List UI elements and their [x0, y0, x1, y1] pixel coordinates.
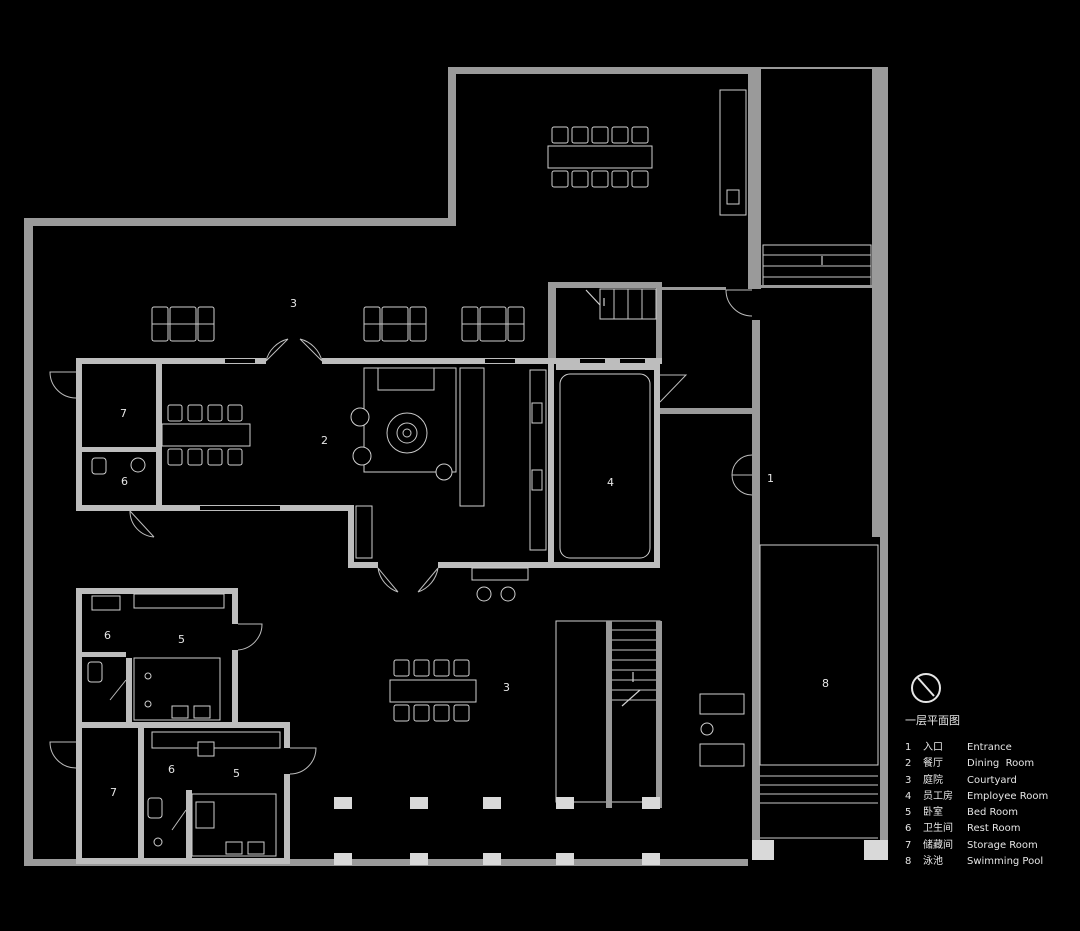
room-label-3-north: 3 — [290, 297, 297, 310]
legend-item: 2 餐厅 Dining Room — [905, 756, 1075, 772]
north-arrow-icon — [911, 673, 941, 703]
dining-building-walls — [76, 358, 662, 568]
dining-table — [161, 404, 251, 466]
room-label-2: 2 — [321, 434, 328, 447]
legend: 一层平面图 1 入口 Entrance 2 餐厅 Dining Room 3 庭院 Courty… — [905, 672, 1075, 870]
south-dining-table — [389, 659, 477, 722]
legend-item-english: Courtyard — [967, 774, 1017, 786]
legend-item-number: 6 — [905, 823, 912, 835]
upper-dining-table — [547, 126, 653, 188]
legend-item-number: 4 — [905, 790, 912, 802]
courtyard-pillars — [334, 797, 660, 865]
room-label-7-b: 7 — [110, 786, 117, 799]
entrance-door — [725, 289, 753, 496]
room-label-8: 8 — [822, 677, 829, 690]
room-label-7-a: 7 — [120, 407, 127, 420]
room-label-6-c: 6 — [168, 763, 175, 776]
bedroom-doors — [49, 623, 317, 831]
bedroom-1-furniture — [87, 593, 225, 721]
legend-item-english: Swimming Pool — [967, 856, 1044, 868]
room-label-6-a: 6 — [121, 475, 128, 488]
corridor-steps — [762, 244, 872, 288]
legend-item-chinese: 员工房 — [923, 790, 953, 802]
legend-item-english: Entrance — [967, 742, 1012, 753]
legend-item-english: Employee Room — [967, 790, 1049, 802]
legend-item-english: Storage Room — [967, 839, 1038, 851]
swimming-pool — [752, 537, 888, 860]
entrance-walls — [548, 282, 872, 538]
site-boundary-wall — [24, 67, 888, 866]
legend-item-chinese: 餐厅 — [923, 758, 943, 770]
legend-list: 1 入口 Entrance 2 餐厅 Dining Room 3 庭院 Courtyard 4 员工… — [905, 740, 1075, 870]
main-stair — [555, 620, 662, 808]
legend-item-number: 7 — [905, 839, 912, 851]
legend-item: 1 入口 Entrance — [905, 740, 1075, 756]
legend-item-english: Rest Room — [967, 823, 1021, 835]
legend-item: 6 卫生间 Rest Room — [905, 821, 1075, 837]
room-label-3-south: 3 — [503, 681, 510, 694]
room-label-4: 4 — [607, 476, 614, 489]
small-stair — [585, 288, 657, 320]
room-label-6-b: 6 — [104, 629, 111, 642]
counter — [719, 89, 747, 216]
legend-item: 5 卧室 Bed Room — [905, 805, 1075, 821]
restroom-fixtures-1 — [91, 457, 146, 475]
legend-item-chinese: 卫生间 — [923, 823, 953, 835]
legend-item: 7 储藏间 Storage Room — [905, 838, 1075, 854]
room-label-5-a: 5 — [178, 633, 185, 646]
room-label-1: 1 — [767, 472, 774, 485]
legend-item: 4 员工房 Employee Room — [905, 789, 1075, 805]
legend-item-english: Bed Room — [967, 807, 1019, 819]
legend-item-number: 5 — [905, 807, 912, 819]
legend-item-number: 8 — [905, 856, 912, 868]
courtyard-seating — [151, 306, 525, 342]
lounge-furniture — [350, 367, 547, 602]
legend-item-number: 2 — [905, 758, 912, 770]
legend-item: 8 泳池 Swimming Pool — [905, 854, 1075, 870]
legend-item-english: Dining Room — [967, 758, 1035, 770]
legend-title: 一层平面图 — [905, 714, 960, 727]
bedroom-2-furniture — [147, 731, 281, 857]
legend-item: 3 庭院 Courtyard — [905, 773, 1075, 789]
side-table — [699, 693, 745, 767]
legend-item-number: 1 — [905, 742, 912, 753]
legend-item-chinese: 泳池 — [923, 856, 943, 868]
legend-item-number: 3 — [905, 774, 912, 786]
legend-item-chinese: 庭院 — [923, 774, 943, 786]
room-labels: 1 2 3 3 4 5 5 6 6 6 7 7 8 — [104, 297, 829, 799]
employee-room — [559, 373, 651, 559]
legend-item-chinese: 卧室 — [923, 807, 943, 819]
room-label-5-b: 5 — [233, 767, 240, 780]
bedroom-wing-walls — [76, 588, 290, 864]
legend-item-chinese: 储藏间 — [923, 839, 953, 851]
legend-item-chinese: 入口 — [923, 742, 943, 753]
dining-doors — [49, 338, 688, 593]
